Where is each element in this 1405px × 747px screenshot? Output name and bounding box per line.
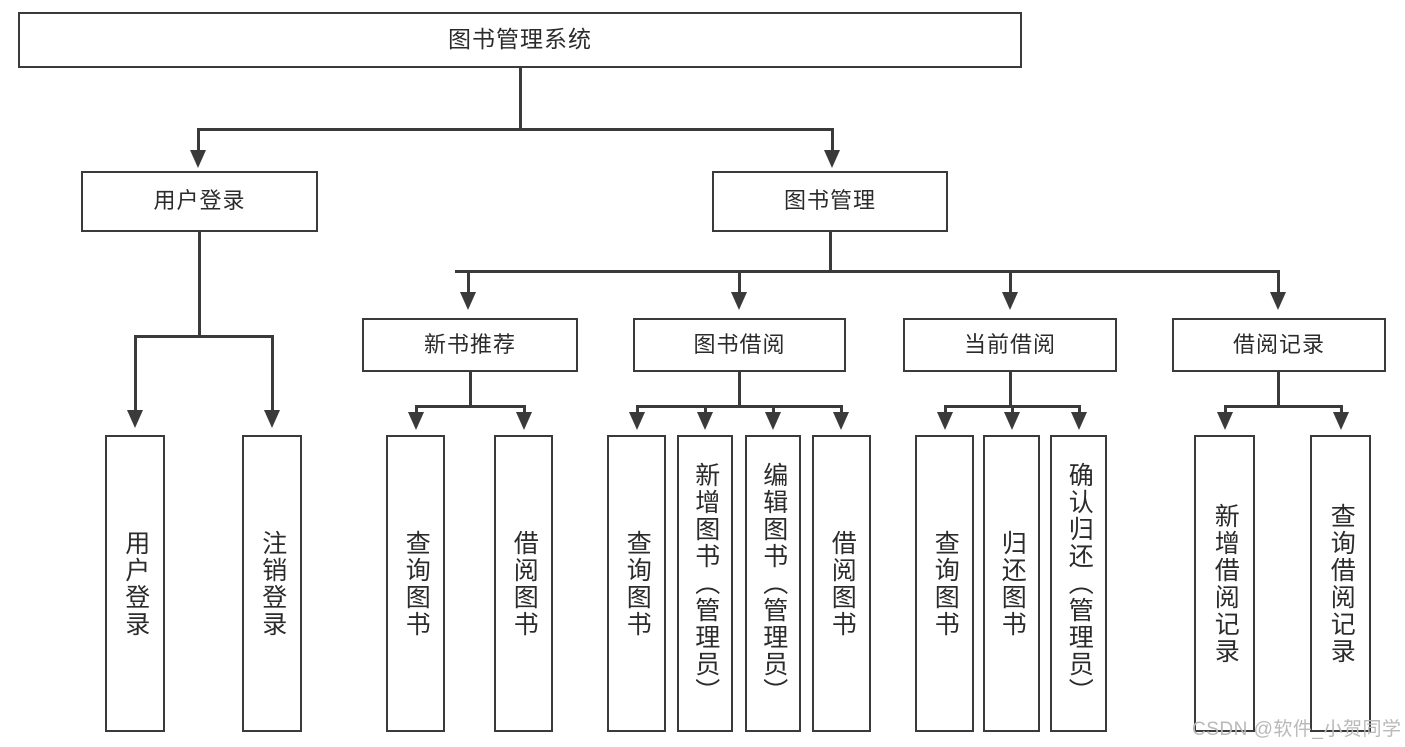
node-label: 查询图书 [402, 529, 431, 638]
edge-user-login-stem [198, 232, 201, 337]
node-label: 查询图书 [931, 529, 960, 638]
arrow-to-br-add [1217, 412, 1233, 430]
edge-drop-br-query [1340, 405, 1343, 417]
edge-drop-leaf-user-login [134, 335, 137, 415]
edge-root-distributor [197, 128, 834, 131]
edge-drop-user-login [197, 128, 200, 154]
arrow-to-bb-edit [765, 412, 781, 430]
edge-current-borrow-stem [1009, 372, 1012, 407]
node-label: 用户登录 [153, 188, 246, 214]
leaf-br-add-record[interactable]: 新增借阅记录 [1194, 435, 1255, 732]
csdn-watermark: CSDN @软件_小贺同学 [1192, 719, 1402, 740]
edge-root-stem [519, 68, 522, 130]
arrow-to-nbr-query [408, 412, 424, 430]
edge-user-login-distributor [134, 335, 272, 338]
arrow-to-new-book-recommend [460, 292, 476, 310]
node-label: 归还图书 [998, 529, 1027, 638]
edge-drop-bb-add [704, 405, 707, 417]
arrow-to-cb-confirm [1071, 412, 1087, 430]
leaf-logout[interactable]: 注销登录 [242, 435, 302, 732]
leaf-nbr-borrow-book[interactable]: 借阅图书 [494, 435, 553, 732]
edge-drop-leaf-logout [271, 335, 274, 415]
leaf-bb-edit-book-admin[interactable]: 编辑图书（管理员） [745, 435, 801, 732]
edge-book-management-distributor [455, 270, 1278, 273]
arrow-to-cb-return [1004, 412, 1020, 430]
node-book-borrow[interactable]: 图书借阅 [633, 318, 846, 372]
edge-drop-borrow-record [1277, 270, 1280, 296]
edge-drop-cb-return [1011, 405, 1014, 417]
arrow-to-book-borrow [731, 292, 747, 310]
node-label: 新增图书（管理员） [691, 462, 720, 705]
edge-borrow-record-distributor [1224, 405, 1342, 408]
arrow-to-cb-query [937, 412, 953, 430]
node-label: 查询图书 [623, 529, 652, 638]
arrow-to-bb-add [697, 412, 713, 430]
leaf-bb-borrow-book[interactable]: 借阅图书 [812, 435, 871, 732]
node-user-login[interactable]: 用户登录 [81, 171, 318, 232]
leaf-bb-add-book-admin[interactable]: 新增图书（管理员） [677, 435, 733, 732]
edge-book-borrow-distributor [636, 405, 842, 408]
arrow-to-user-login [190, 150, 206, 168]
edge-book-management-stem [829, 232, 832, 272]
arrow-to-nbr-borrow [516, 412, 532, 430]
edge-drop-nbr-query [415, 405, 418, 417]
node-label: 图书管理 [783, 188, 876, 214]
arrow-to-bb-borrow [833, 412, 849, 430]
node-label: 注销登录 [258, 529, 287, 638]
node-label: 查询借阅记录 [1327, 502, 1356, 665]
node-label: 编辑图书（管理员） [759, 462, 788, 705]
node-current-borrow[interactable]: 当前借阅 [903, 318, 1117, 372]
arrow-to-leaf-user-login [127, 410, 143, 428]
edge-drop-cb-confirm [1078, 405, 1081, 417]
arrow-to-leaf-logout [264, 410, 280, 428]
edge-drop-nbr-borrow [523, 405, 526, 417]
leaf-bb-query-book[interactable]: 查询图书 [607, 435, 666, 732]
node-label: 图书借阅 [693, 331, 786, 357]
leaf-cb-confirm-return-admin[interactable]: 确认归还（管理员） [1050, 435, 1107, 732]
edge-drop-bb-edit [772, 405, 775, 417]
edge-book-borrow-stem [738, 372, 741, 407]
edge-drop-new-book-recommend [467, 270, 470, 296]
edge-borrow-record-stem [1277, 372, 1280, 407]
edge-drop-book-borrow [738, 270, 741, 296]
node-label: 图书管理系统 [448, 26, 592, 53]
edge-drop-current-borrow [1009, 270, 1012, 296]
edge-drop-bb-query [636, 405, 639, 417]
node-book-management[interactable]: 图书管理 [712, 171, 948, 232]
arrow-to-book-management [824, 150, 840, 168]
edge-new-book-recommend-stem [469, 372, 472, 407]
node-label: 新增借阅记录 [1211, 502, 1240, 665]
node-root-book-management-system[interactable]: 图书管理系统 [18, 12, 1022, 68]
arrow-to-current-borrow [1002, 292, 1018, 310]
node-label: 借阅记录 [1232, 331, 1325, 357]
arrow-to-bb-query [629, 412, 645, 430]
edge-drop-book-management [831, 128, 834, 154]
node-label: 当前借阅 [963, 331, 1056, 357]
node-label: 用户登录 [121, 529, 150, 638]
leaf-cb-query-book[interactable]: 查询图书 [915, 435, 974, 732]
leaf-nbr-query-book[interactable]: 查询图书 [386, 435, 445, 732]
leaf-cb-return-book[interactable]: 归还图书 [983, 435, 1040, 732]
node-label: 确认归还（管理员） [1065, 462, 1094, 705]
leaf-br-query-record[interactable]: 查询借阅记录 [1310, 435, 1371, 732]
edge-drop-br-add [1224, 405, 1227, 417]
node-new-book-recommend[interactable]: 新书推荐 [362, 318, 578, 372]
node-label: 新书推荐 [423, 331, 516, 357]
node-label: 借阅图书 [828, 529, 857, 638]
arrow-to-borrow-record [1270, 292, 1286, 310]
edge-new-book-recommend-distributor [415, 405, 525, 408]
leaf-user-login[interactable]: 用户登录 [105, 435, 165, 732]
node-borrow-record[interactable]: 借阅记录 [1172, 318, 1386, 372]
arrow-to-br-query [1333, 412, 1349, 430]
edge-drop-bb-borrow [840, 405, 843, 417]
edge-drop-cb-query [944, 405, 947, 417]
node-label: 借阅图书 [510, 529, 539, 638]
